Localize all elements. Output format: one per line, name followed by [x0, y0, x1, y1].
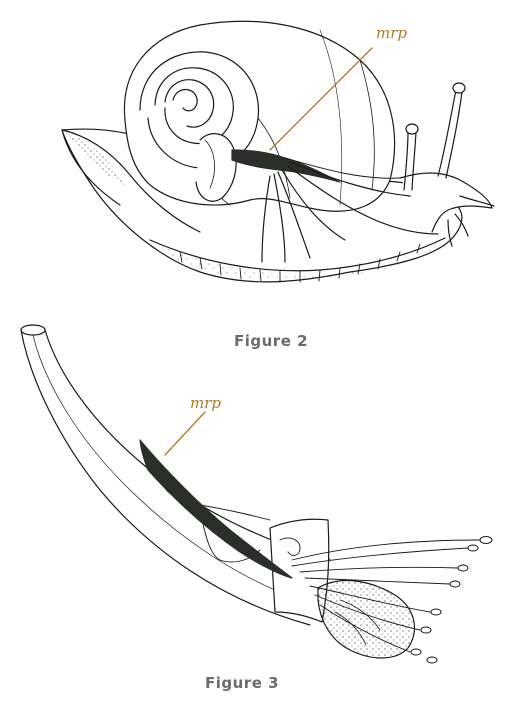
figure-3-drawing [20, 324, 493, 664]
figure-2-callout-label: mrp [376, 24, 407, 42]
cut-flap [269, 518, 330, 623]
figure-2-caption: Figure 2 [234, 332, 309, 350]
figure-2-drawing [61, 20, 495, 283]
snail-shell [123, 20, 396, 212]
fiber-bulbs [410, 536, 493, 664]
figure-2-callout-line [269, 47, 373, 151]
snail-head [399, 82, 495, 247]
figure-3-caption: Figure 3 [205, 674, 280, 692]
figure-3-callout-line [164, 411, 206, 456]
buccal-mass [317, 579, 416, 659]
tentacle-fibers [291, 539, 481, 653]
retractor-muscle-band [139, 439, 293, 579]
figure-3-callout-label: mrp [190, 394, 221, 412]
